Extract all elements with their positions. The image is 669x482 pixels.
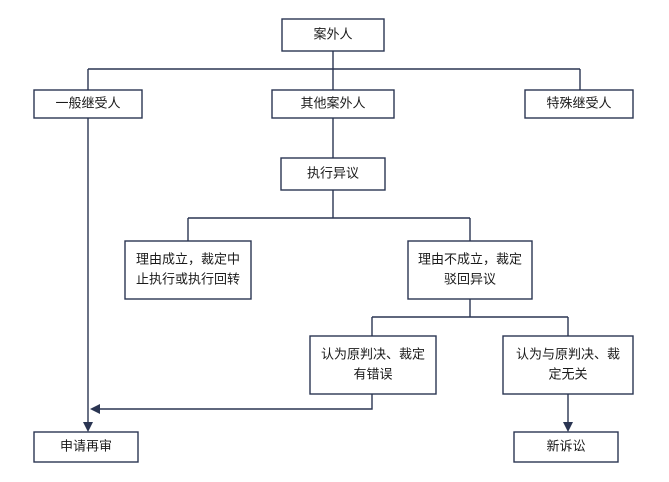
node-special-successor-box xyxy=(524,89,634,119)
edge-wrong-to-retrial xyxy=(98,394,373,410)
node-reason-valid-label-1: 理由成立，裁定中 xyxy=(136,252,240,268)
node-reason-invalid-label-2: 驳回异议 xyxy=(444,273,496,288)
connectors xyxy=(83,51,581,432)
node-retrial: 申请再审 xyxy=(33,431,139,463)
node-new-lawsuit-box xyxy=(513,431,619,463)
node-outsider-box xyxy=(281,18,385,52)
node-reason-invalid-box xyxy=(407,240,533,300)
edge-outsider-to-branches xyxy=(87,51,581,90)
node-execution-objection-label-1: 执行异议 xyxy=(307,167,359,182)
node-reason-valid-label-2: 止执行或执行回转 xyxy=(136,273,240,288)
node-retrial-label-1: 申请再审 xyxy=(60,440,112,455)
node-judgment-unrelated-label-2: 定无关 xyxy=(548,368,587,383)
node-judgment-unrelated-label-1: 认为与原判决、裁 xyxy=(516,347,620,363)
node-general-successor-label-1: 一般继受人 xyxy=(55,96,120,112)
edge-objection-to-outcomes xyxy=(187,190,471,241)
arrowhead-retrial-down xyxy=(83,422,93,432)
arrowhead-retrial-left xyxy=(90,404,100,414)
node-other-outsider: 其他案外人 xyxy=(271,89,395,119)
node-general-successor-box xyxy=(33,89,143,119)
node-special-successor: 特殊继受人 xyxy=(524,89,634,119)
node-judgment-wrong-label-1: 认为原判决、裁定 xyxy=(321,347,425,363)
node-other-outsider-label-1: 其他案外人 xyxy=(300,97,365,112)
node-general-successor: 一般继受人 xyxy=(33,89,143,119)
node-special-successor-label-1: 特殊继受人 xyxy=(546,97,611,112)
edge-invalid-to-judgments xyxy=(371,299,569,336)
node-execution-objection: 执行异议 xyxy=(280,157,386,191)
arrowhead-new-lawsuit xyxy=(563,422,573,432)
node-reason-invalid-label-1: 理由不成立，裁定 xyxy=(418,252,522,268)
node-outsider-label-1: 案外人 xyxy=(313,28,352,43)
node-reason-valid-box xyxy=(124,240,252,300)
node-judgment-unrelated-box xyxy=(502,335,634,395)
node-outsider: 案外人 xyxy=(281,18,385,52)
node-new-lawsuit-label-1: 新诉讼 xyxy=(546,439,585,455)
node-judgment-wrong-label-2: 有错误 xyxy=(353,368,392,383)
node-other-outsider-box xyxy=(271,89,395,119)
node-new-lawsuit: 新诉讼 xyxy=(513,431,619,463)
node-judgment-wrong-box xyxy=(309,335,437,395)
node-execution-objection-box xyxy=(280,157,386,191)
node-retrial-box xyxy=(33,431,139,463)
